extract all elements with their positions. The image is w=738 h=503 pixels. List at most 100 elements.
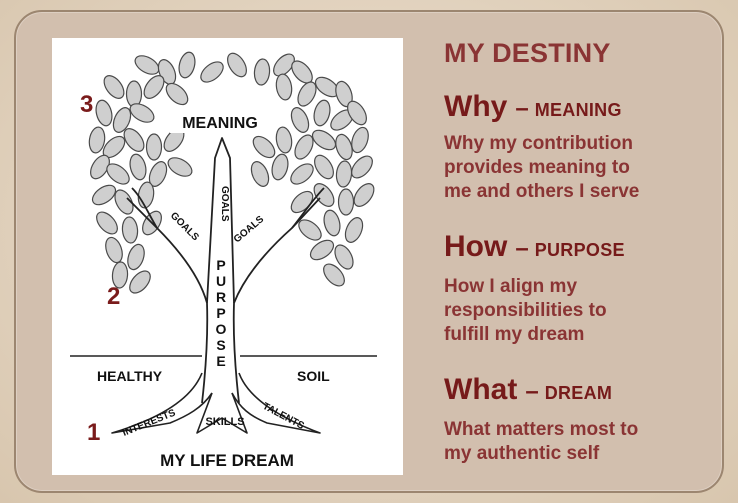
description-line: me and others I serve xyxy=(444,181,640,202)
leaf xyxy=(294,134,314,160)
leaf xyxy=(167,157,193,177)
description-line: fulfill my dream xyxy=(444,324,585,345)
my-life-dream-title: MY LIFE DREAM xyxy=(160,451,294,470)
meaning-keyword: MEANING xyxy=(534,100,622,120)
how-word: How xyxy=(444,230,508,263)
purpose-letter: S xyxy=(216,337,225,353)
leaf xyxy=(347,100,367,126)
leaf xyxy=(105,236,123,264)
purpose-keyword: PURPOSE xyxy=(534,240,625,260)
leaf xyxy=(309,239,335,261)
leaf xyxy=(290,107,310,133)
description-line: provides meaning to xyxy=(444,157,630,178)
leaf xyxy=(200,61,224,83)
goals-label-trunk: GOALS xyxy=(219,186,230,222)
tree-svg: 3 2 1 MEANING GOALS GOALS GOALS P U R P … xyxy=(70,51,377,470)
leaf xyxy=(323,209,341,237)
number-3: 3 xyxy=(80,91,93,118)
leaf xyxy=(129,103,155,123)
leaf xyxy=(106,163,130,185)
leaf xyxy=(351,126,369,154)
leaf xyxy=(125,80,143,108)
destiny-title: MY DESTINY xyxy=(444,38,611,68)
healthy-label: HEALTHY xyxy=(97,368,163,384)
leaf xyxy=(250,161,270,187)
leaf xyxy=(253,58,271,86)
leaf xyxy=(145,133,163,161)
leaf xyxy=(275,126,293,154)
meaning-label: MEANING xyxy=(182,115,258,132)
what-heading: What–DREAM xyxy=(444,373,612,407)
leaf xyxy=(313,99,331,127)
leaf xyxy=(143,75,165,99)
purpose-letter: R xyxy=(216,289,226,305)
number-1: 1 xyxy=(87,419,100,446)
leaf xyxy=(112,107,132,133)
leaf xyxy=(88,126,106,154)
leaf xyxy=(96,211,118,235)
number-2: 2 xyxy=(107,283,120,310)
leaf xyxy=(114,189,134,215)
description-line: my authentic self xyxy=(444,443,600,464)
skills-label: SKILLS xyxy=(205,416,244,428)
description-line: Why my contribution xyxy=(444,133,633,154)
leaf xyxy=(290,163,314,185)
leaf xyxy=(298,219,322,241)
leaf xyxy=(313,183,335,207)
why-heading: Why–MEANING xyxy=(444,90,622,124)
description-line: responsibilities to xyxy=(444,300,607,321)
leaf xyxy=(353,183,375,207)
leaf xyxy=(351,155,373,179)
purpose-letter: P xyxy=(216,257,225,273)
leaf xyxy=(103,75,125,99)
leaf xyxy=(311,129,337,151)
leaf xyxy=(178,51,196,79)
leaf xyxy=(344,217,364,243)
leaf xyxy=(134,55,160,75)
how-heading: How–PURPOSE xyxy=(444,230,625,264)
tree-roots xyxy=(111,372,321,434)
purpose-letter: E xyxy=(216,353,225,369)
talents-label: TALENTS xyxy=(261,401,307,432)
leaf xyxy=(335,160,353,188)
goals-label-left: GOALS xyxy=(168,210,201,243)
leaf xyxy=(271,153,289,181)
leaf xyxy=(91,184,117,206)
dream-keyword: DREAM xyxy=(544,383,613,403)
leaf xyxy=(127,243,145,271)
purpose-label: P U R P O S E xyxy=(216,257,227,369)
meaning-label-backdrop xyxy=(170,111,270,133)
leaf xyxy=(273,53,295,77)
purpose-letter: P xyxy=(216,305,225,321)
goals-label-right: GOALS xyxy=(232,214,267,245)
description-line: How I align my xyxy=(444,276,578,297)
leaf xyxy=(337,188,355,216)
leaf xyxy=(227,52,247,78)
why-description: Why my contribution provides meaning to … xyxy=(444,132,734,204)
leaf xyxy=(129,153,147,181)
heading-dash: – xyxy=(525,378,539,405)
how-description: How I align my responsibilities to fulfi… xyxy=(444,275,734,347)
leaf xyxy=(111,261,129,289)
leaf xyxy=(323,263,345,287)
tree-trunk xyxy=(126,137,325,404)
heading-dash: – xyxy=(515,95,529,122)
leaf xyxy=(129,270,151,294)
heading-dash: – xyxy=(515,235,529,262)
leaf xyxy=(314,154,334,180)
what-word: What xyxy=(444,373,518,406)
leaf xyxy=(123,128,145,152)
leaf xyxy=(90,154,110,180)
leaf xyxy=(252,135,276,159)
soil-label: SOIL xyxy=(297,368,330,384)
purpose-letter: O xyxy=(216,321,227,337)
tree-canopy-leaves xyxy=(88,51,375,294)
what-description: What matters most to my authentic self xyxy=(444,418,734,466)
why-word: Why xyxy=(444,90,508,123)
purpose-letter: U xyxy=(216,273,226,289)
description-line: What matters most to xyxy=(444,419,639,440)
leaf xyxy=(165,82,189,106)
leaf xyxy=(275,73,293,101)
leaf xyxy=(137,181,155,209)
tree-diagram: 3 2 1 MEANING GOALS GOALS GOALS P U R P … xyxy=(52,38,403,475)
